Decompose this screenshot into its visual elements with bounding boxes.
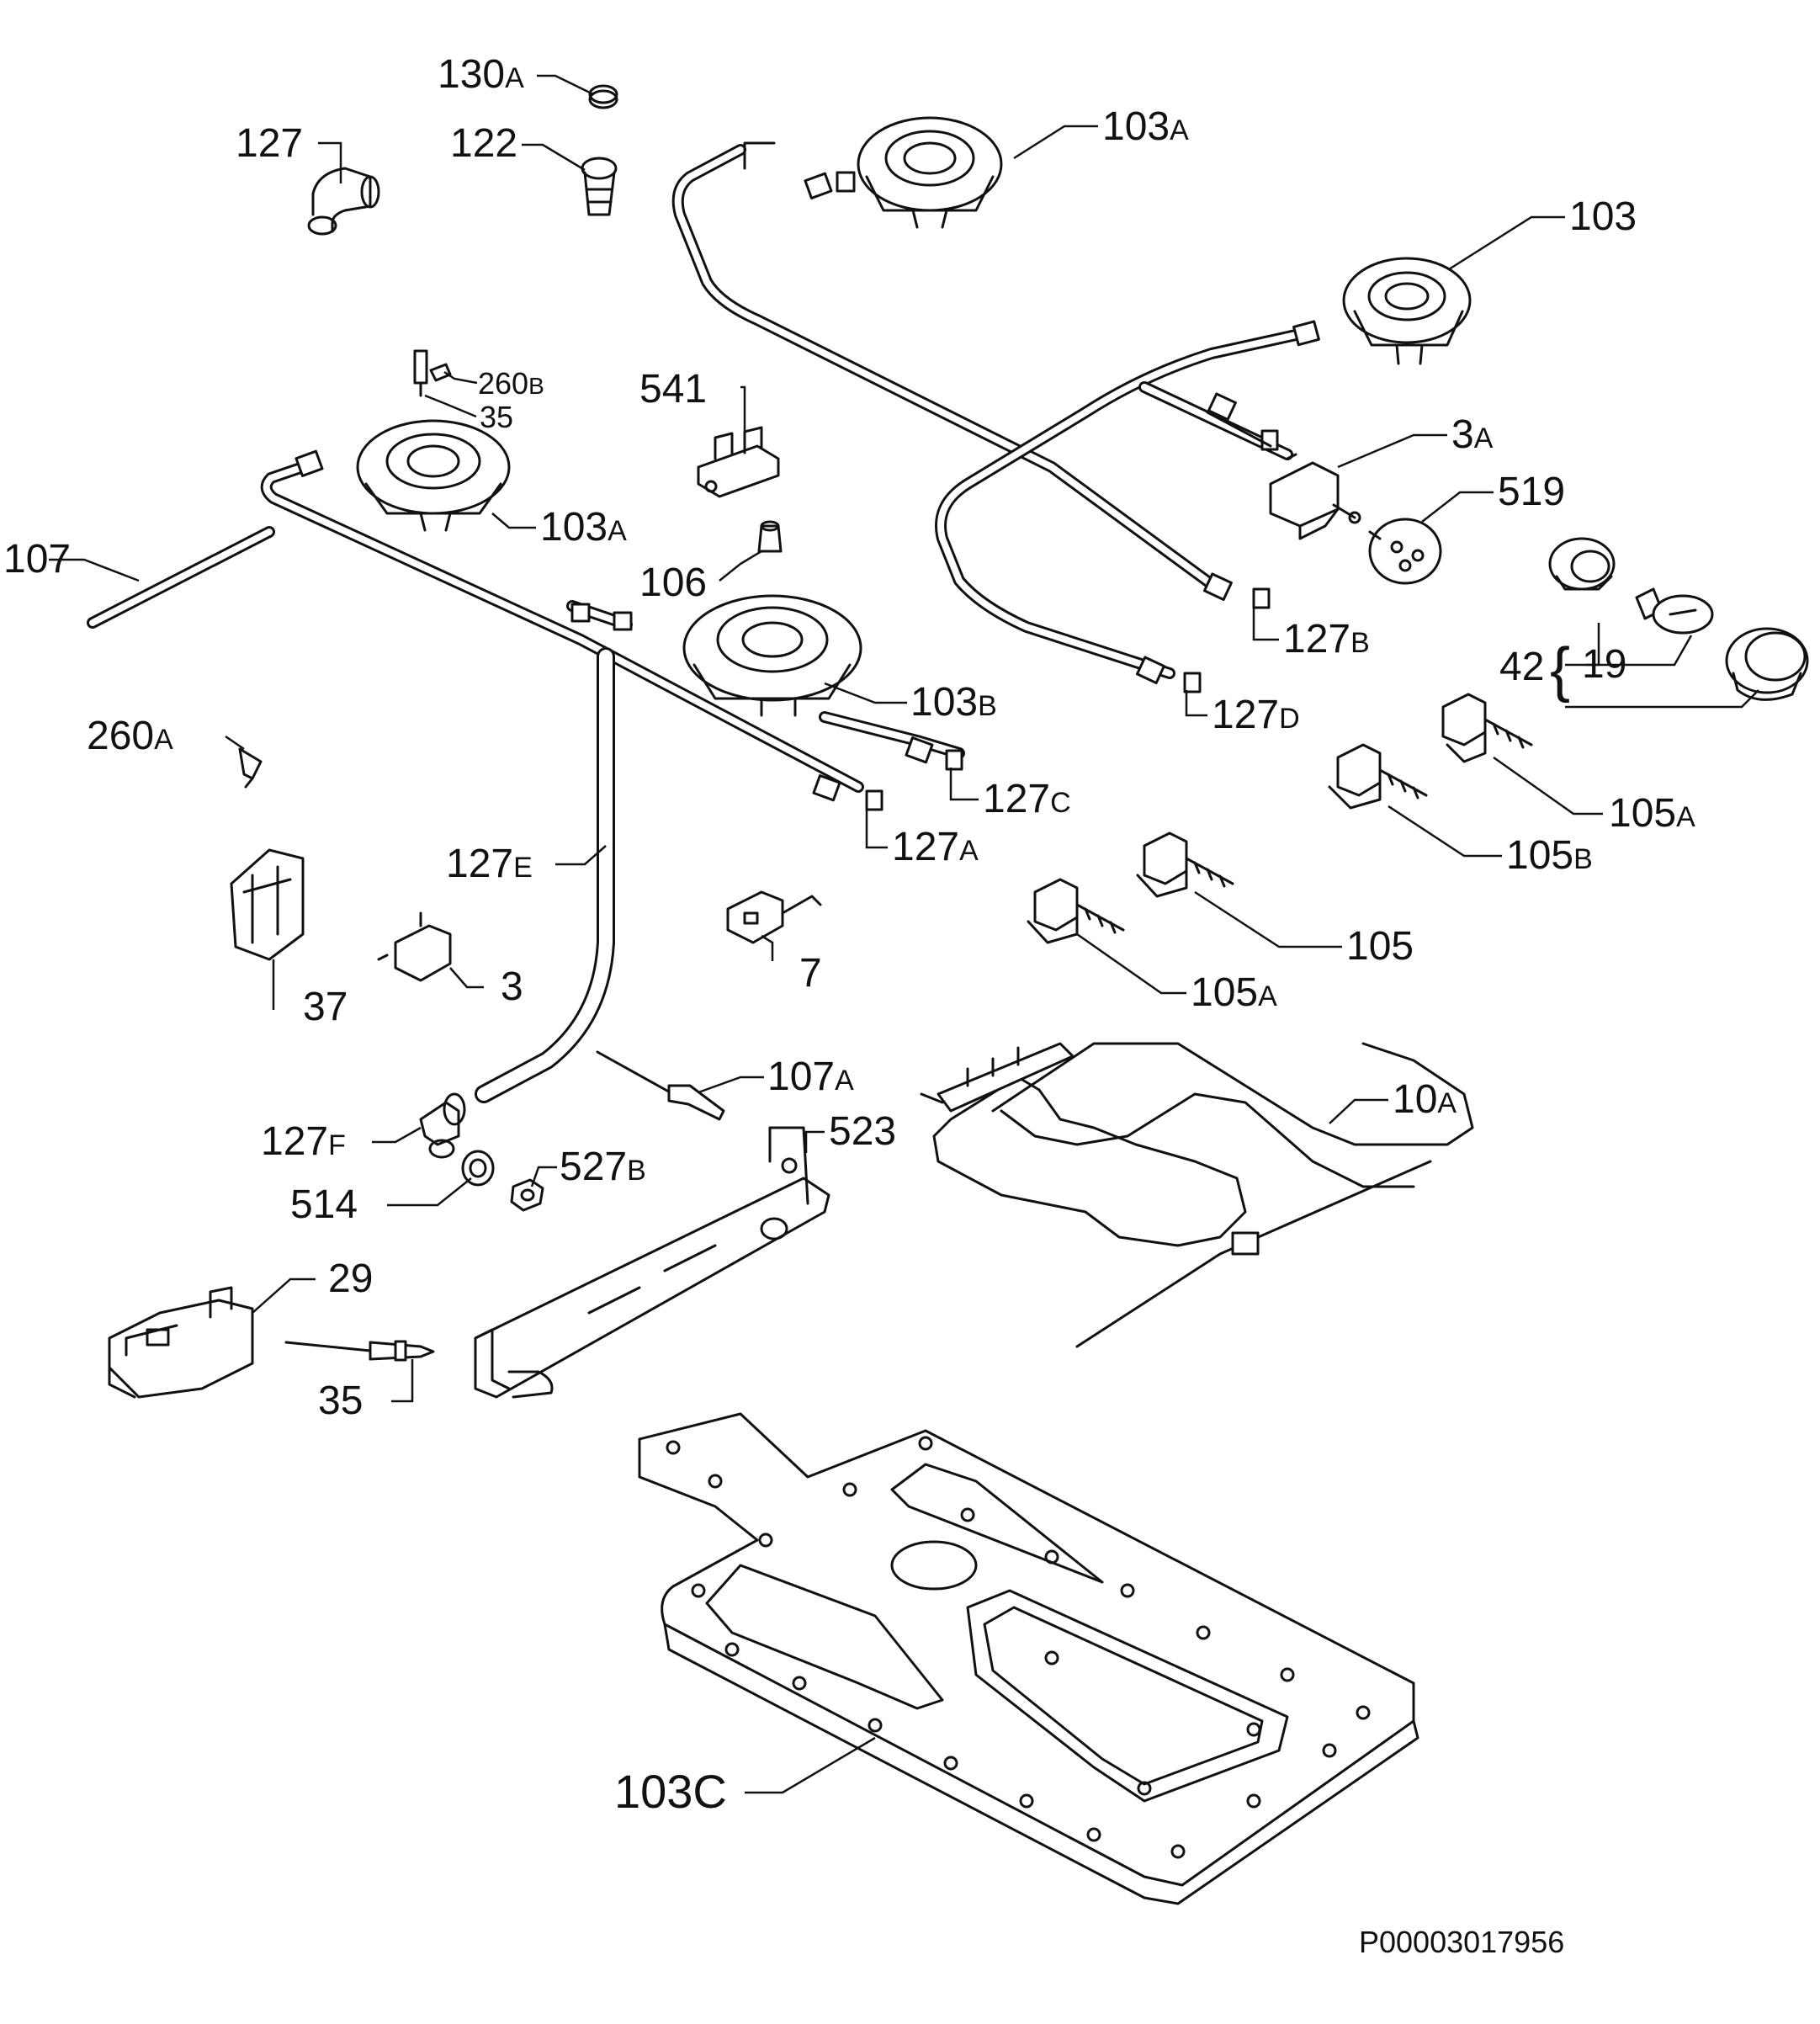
part-260a-clip — [238, 747, 263, 789]
label-103b: 103B — [910, 680, 997, 725]
part-103a-burner-left — [356, 419, 511, 532]
callout-labels: 130A 122 127 103A 103 260B 35 541 3A 519… — [3, 52, 1695, 1818]
part-107a-probe — [596, 1050, 725, 1121]
label-127e: 127E — [446, 842, 533, 886]
part-106-injector — [757, 520, 783, 553]
label-527b: 527B — [560, 1145, 646, 1189]
label-130a: 130A — [438, 52, 524, 97]
part-105a-tap-right — [1441, 693, 1533, 763]
part-103a-burner-top — [857, 116, 1003, 229]
label-127: 127 — [236, 121, 303, 166]
label-122: 122 — [450, 121, 517, 166]
part-103-burner — [1342, 257, 1472, 365]
label-541: 541 — [639, 367, 707, 412]
part-3a-valve — [1206, 411, 1361, 540]
part-105b-tap — [1328, 743, 1428, 810]
label-42: 42 — [1499, 645, 1544, 689]
part-105-tap — [1136, 831, 1234, 898]
label-523: 523 — [829, 1109, 896, 1154]
part-260b-electrode — [413, 349, 452, 397]
part-122-nozzle — [581, 157, 618, 216]
part-127-elbow — [307, 167, 380, 236]
part-527b-nut — [510, 1178, 544, 1212]
label-3: 3 — [501, 964, 523, 1009]
part-7-switch — [726, 890, 822, 944]
part-103c-tray — [638, 1412, 1419, 1905]
part-10a-heating-element — [920, 1042, 1474, 1348]
part-514-washer — [461, 1150, 495, 1187]
label-103c: 103C — [614, 1765, 727, 1818]
label-107a: 107A — [767, 1054, 854, 1099]
part-37-bracket — [230, 848, 305, 961]
label-105: 105 — [1346, 924, 1414, 969]
label-10a: 10A — [1393, 1077, 1457, 1122]
part-519-disc — [1368, 518, 1442, 585]
gas-pipes — [260, 141, 1302, 793]
label-127f: 127F — [261, 1119, 346, 1164]
label-107: 107 — [3, 537, 71, 582]
label-105b: 105B — [1506, 833, 1593, 878]
part-19-spring — [1635, 587, 1714, 635]
label-3a: 3A — [1451, 412, 1494, 457]
label-37: 37 — [303, 985, 348, 1029]
part-107-thermocouple — [87, 526, 275, 629]
label-35-bottom: 35 — [318, 1379, 363, 1423]
part-42-knob-bezel — [1548, 537, 1616, 591]
label-127a: 127A — [892, 825, 979, 869]
part-523-burner-tube — [474, 1126, 830, 1399]
part-103b-burner — [682, 594, 862, 717]
label-103a-left: 103A — [540, 505, 627, 550]
part-3-switch — [377, 911, 452, 982]
label-260a: 260A — [87, 714, 173, 758]
part-127e-hose — [475, 647, 615, 1103]
label-29: 29 — [328, 1256, 373, 1301]
part-29-switch-assembly — [108, 1286, 254, 1399]
part-127f-connector — [419, 1092, 466, 1159]
label-127b: 127B — [1283, 617, 1370, 661]
label-103a-top: 103A — [1102, 104, 1189, 149]
label-7: 7 — [799, 951, 822, 996]
label-260b: 260B — [478, 366, 544, 401]
label-519: 519 — [1498, 470, 1565, 514]
brace-42: { — [1550, 636, 1570, 704]
label-127c: 127C — [983, 777, 1071, 821]
part-130a-cap — [588, 84, 618, 109]
part-105a-tap-middle — [1027, 878, 1125, 944]
footer-code: P00003017956 — [1359, 1925, 1564, 1959]
label-514: 514 — [290, 1182, 358, 1227]
part-35-electrode-bottom — [284, 1340, 435, 1362]
label-105a-middle: 105A — [1191, 970, 1277, 1015]
part-541-terminal — [697, 426, 780, 498]
label-105a-right: 105A — [1609, 791, 1695, 836]
label-106: 106 — [639, 560, 707, 605]
label-19: 19 — [1582, 642, 1626, 687]
part-42-knob — [1725, 627, 1809, 701]
pipe-fittings — [294, 171, 1320, 811]
label-103: 103 — [1569, 194, 1637, 239]
label-127d: 127D — [1212, 693, 1300, 737]
leader-lines — [49, 74, 1759, 1794]
label-35-top: 35 — [480, 400, 513, 434]
